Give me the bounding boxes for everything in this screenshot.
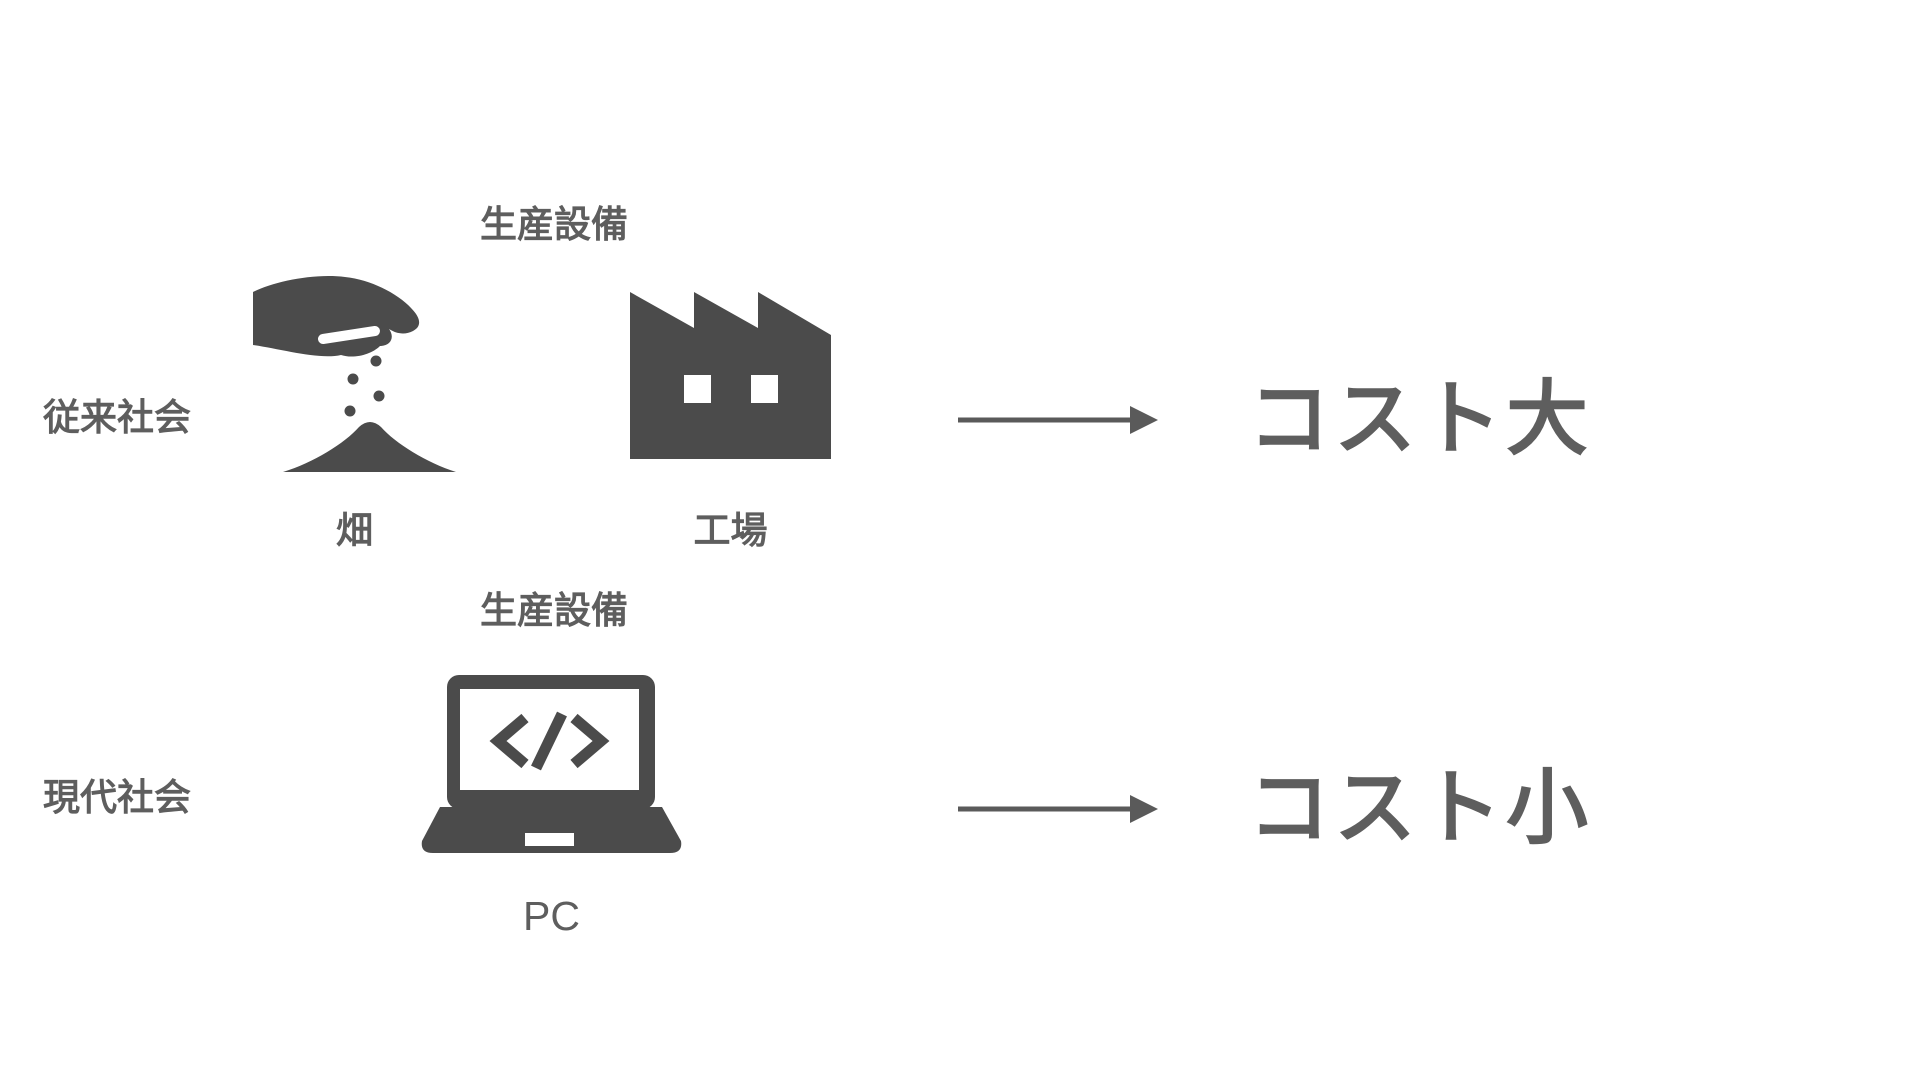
caption-pc: PC <box>523 893 580 939</box>
caption-factory: 工場 <box>693 510 768 551</box>
factory-icon <box>630 292 831 459</box>
society-label-traditional: 従来社会 <box>43 397 191 438</box>
cost-result-low: コスト小 <box>1248 763 1593 854</box>
hand-sowing-seeds-icon <box>253 276 456 472</box>
equipment-header-row1: 生産設備 <box>480 204 628 245</box>
right-arrow-icon <box>958 795 1158 823</box>
laptop-code-icon <box>421 675 682 853</box>
caption-field: 畑 <box>336 510 373 551</box>
society-label-modern: 現代社会 <box>43 777 191 818</box>
equipment-header-row2: 生産設備 <box>480 590 628 631</box>
right-arrow-icon <box>958 406 1158 434</box>
cost-result-high: コスト大 <box>1248 374 1593 465</box>
